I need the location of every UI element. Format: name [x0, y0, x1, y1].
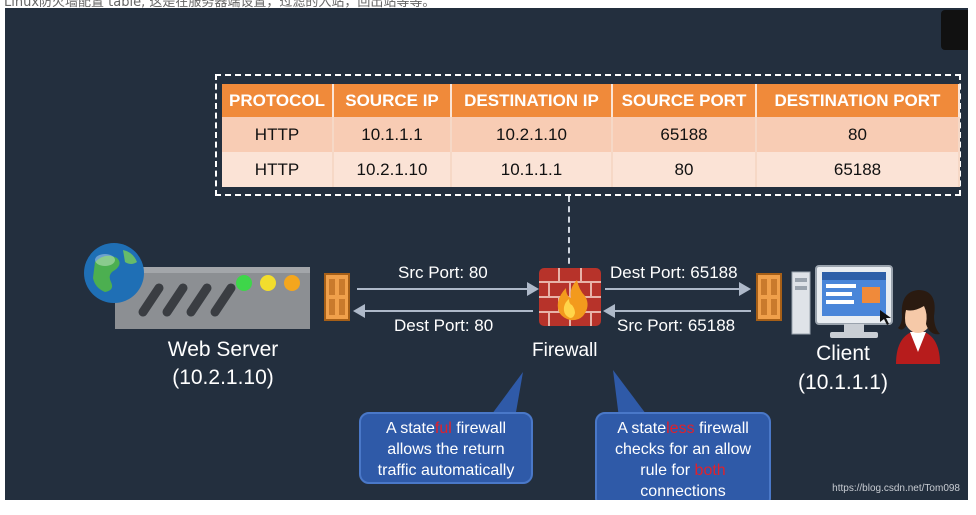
header-destination-port: DESTINATION PORT: [756, 84, 960, 117]
arrow-left-inbound: [363, 310, 533, 312]
slide-corner-tab: [941, 10, 968, 50]
stateful-callout: A stateful firewall allows the return tr…: [359, 412, 533, 484]
arrow-left-outbound: [357, 288, 531, 290]
stateful-highlight: ful: [434, 420, 452, 437]
stateless-line3-pre: rule for: [640, 462, 695, 479]
header-protocol: PROTOCOL: [222, 84, 334, 117]
label-dest-port-80: Dest Port: 80: [394, 316, 494, 335]
top-caption-strip: Linux防火墙配置 table, 这是在服务器端设置，过滤的入站，回出站等等。: [0, 0, 976, 8]
stateful-pre: A state: [385, 420, 435, 437]
stateless-line3-highlight: both: [694, 462, 726, 479]
flow-table-frame: [215, 74, 961, 196]
cell-destination-port: 65188: [756, 152, 960, 187]
stateless-callout: A stateless firewall checks for an allow…: [595, 412, 771, 500]
arrow-right-outbound: [605, 288, 743, 290]
stateful-line1: A stateful firewall: [361, 418, 531, 439]
stateless-post: firewall: [694, 420, 749, 437]
flow-table-header-row: PROTOCOL SOURCE IP DESTINATION IP SOURCE…: [222, 84, 960, 117]
stateless-line2: checks for an allow: [614, 441, 752, 458]
cell-destination-ip: 10.2.1.10: [451, 117, 613, 152]
cell-source-port: 80: [612, 152, 757, 187]
table-connector-line: [568, 196, 570, 274]
cell-protocol: HTTP: [222, 117, 334, 152]
client-name: Client: [816, 342, 870, 365]
client-ip: (10.1.1.1): [798, 371, 888, 394]
stateless-line3: rule for both: [597, 460, 769, 481]
label-src-port-80: Src Port: 80: [398, 263, 488, 282]
stateful-post: firewall: [451, 420, 507, 437]
cell-protocol: HTTP: [222, 152, 334, 187]
arrowhead-left-icon: [353, 304, 365, 318]
web-server-ip: (10.2.1.10): [172, 366, 274, 389]
watermark-url: https://blog.csdn.net/Tom098: [832, 483, 960, 494]
cell-source-ip: 10.1.1.1: [333, 117, 452, 152]
right-door-icon: [756, 273, 782, 321]
flow-table: PROTOCOL SOURCE IP DESTINATION IP SOURCE…: [222, 84, 960, 187]
slide-canvas: PROTOCOL SOURCE IP DESTINATION IP SOURCE…: [5, 8, 968, 500]
web-server-icon: [84, 243, 310, 329]
arrowhead-right-icon: [739, 282, 751, 296]
table-row: HTTP 10.1.1.1 10.2.1.10 65188 80: [222, 117, 960, 152]
stateless-highlight: less: [666, 420, 695, 437]
top-caption-text: Linux防火墙配置 table, 这是在服务器端设置，过滤的入站，回出站等等。: [4, 0, 436, 8]
header-source-ip: SOURCE IP: [333, 84, 452, 117]
header-source-port: SOURCE PORT: [612, 84, 757, 117]
firewall-icon: [539, 268, 601, 326]
header-destination-ip: DESTINATION IP: [451, 84, 613, 117]
cell-source-port: 65188: [612, 117, 757, 152]
cell-destination-port: 80: [756, 117, 960, 152]
cell-source-ip: 10.2.1.10: [333, 152, 452, 187]
stateless-line1: A stateless firewall: [597, 418, 769, 439]
cell-destination-ip: 10.1.1.1: [451, 152, 613, 187]
client-icon: [791, 265, 940, 364]
label-src-port-65188: Src Port: 65188: [617, 316, 736, 335]
firewall-label: Firewall: [532, 340, 598, 361]
stateful-line3: traffic automatically: [377, 462, 515, 479]
stateless-bubble-pointer: [613, 370, 649, 418]
stateless-line4: connections: [640, 483, 726, 500]
arrow-right-inbound: [611, 310, 751, 312]
label-dest-port-65188: Dest Port: 65188: [610, 263, 738, 282]
stateful-bubble-pointer: [489, 372, 523, 418]
stateless-pre: A state: [617, 420, 667, 437]
stateful-line2: allows the return: [387, 441, 505, 458]
web-server-name: Web Server: [167, 338, 279, 361]
arrowhead-right-icon: [527, 282, 539, 296]
left-door-icon: [324, 273, 350, 321]
table-row: HTTP 10.2.1.10 10.1.1.1 80 65188: [222, 152, 960, 187]
arrowhead-left-icon: [603, 304, 615, 318]
